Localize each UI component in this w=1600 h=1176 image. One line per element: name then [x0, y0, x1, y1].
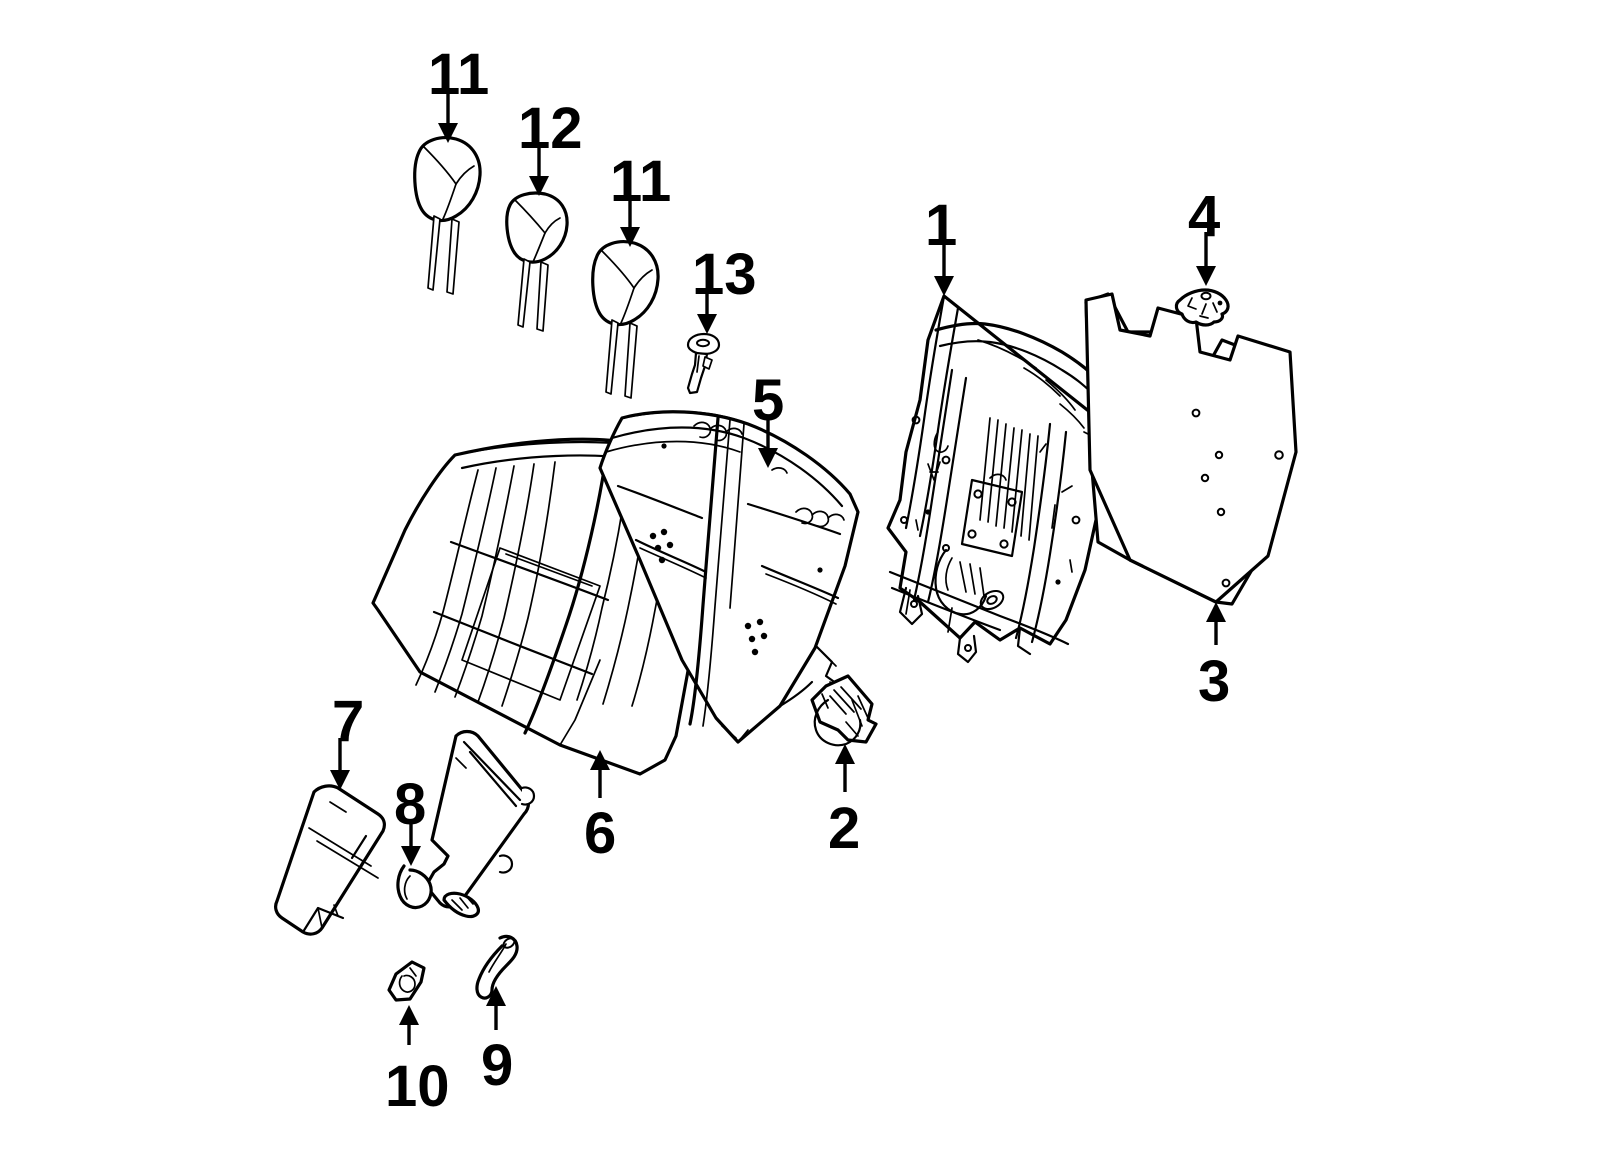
part-rear-trim-panel — [1084, 292, 1298, 606]
callout-number-7: 7 — [332, 689, 365, 754]
part-armrest-latch-catch — [387, 960, 426, 1002]
part-push-pin-fastener — [686, 332, 721, 395]
arrow-head — [399, 1005, 419, 1025]
part-seat-back-cushion-pad — [371, 437, 706, 776]
arrow-head — [330, 770, 350, 790]
arrow-head — [529, 176, 549, 196]
arrow-head — [697, 314, 717, 334]
part-retainer-clip — [1174, 288, 1230, 327]
callout-number-13: 13 — [692, 242, 757, 307]
part-seat-back-frame — [886, 294, 1122, 664]
arrow-head — [1206, 602, 1226, 622]
callout-number-6: 6 — [584, 801, 617, 866]
part-armrest-strap-hook — [475, 934, 519, 1000]
arrow-head — [438, 123, 458, 143]
callouts-layer — [330, 94, 1226, 1045]
callout-number-2: 2 — [828, 796, 861, 861]
callout-arrow-6 — [590, 750, 610, 798]
callout-arrow-3 — [1206, 602, 1226, 645]
callout-number-5: 5 — [752, 368, 785, 433]
callout-number-9: 9 — [481, 1033, 514, 1098]
arrow-head — [1196, 266, 1216, 286]
callout-number-10: 10 — [385, 1054, 450, 1119]
part-seat-back-cover — [598, 410, 860, 744]
callout-arrow-7 — [330, 738, 350, 790]
callout-number-11: 11 — [428, 42, 490, 107]
part-center-head-restraint — [505, 191, 569, 332]
part-seat-latch-striker — [810, 674, 878, 747]
callout-arrow-13 — [697, 292, 717, 334]
callout-number-1: 1 — [925, 193, 958, 258]
callout-number-12: 12 — [518, 96, 583, 161]
arrow-head — [401, 846, 421, 866]
callout-number-11b: 11 — [610, 149, 672, 214]
callout-arrow-4 — [1196, 232, 1216, 286]
callout-arrow-12 — [529, 148, 549, 196]
callout-number-4: 4 — [1188, 184, 1221, 249]
arrow-head — [590, 750, 610, 770]
callout-arrow-2 — [835, 744, 855, 792]
arrow-head — [620, 227, 640, 247]
callout-arrow-9 — [486, 986, 506, 1030]
callout-arrow-10 — [399, 1005, 419, 1045]
arrow-head — [934, 276, 954, 296]
callout-arrow-11b — [620, 200, 640, 247]
callout-number-8: 8 — [394, 772, 427, 837]
callout-arrow-11 — [438, 94, 458, 143]
arrow-head — [835, 744, 855, 764]
part-armrest-lid-hinge — [396, 729, 536, 919]
callout-number-3: 3 — [1198, 649, 1231, 714]
part-outboard-head-restraint-right — [591, 240, 660, 399]
callout-arrow-5 — [758, 418, 778, 468]
callout-arrow-1 — [934, 245, 954, 296]
arrow-head — [758, 448, 778, 468]
arrow-head — [486, 986, 506, 1006]
part-center-armrest — [274, 784, 386, 936]
callout-arrow-8 — [401, 820, 421, 866]
part-outboard-head-restraint-left — [413, 136, 482, 295]
